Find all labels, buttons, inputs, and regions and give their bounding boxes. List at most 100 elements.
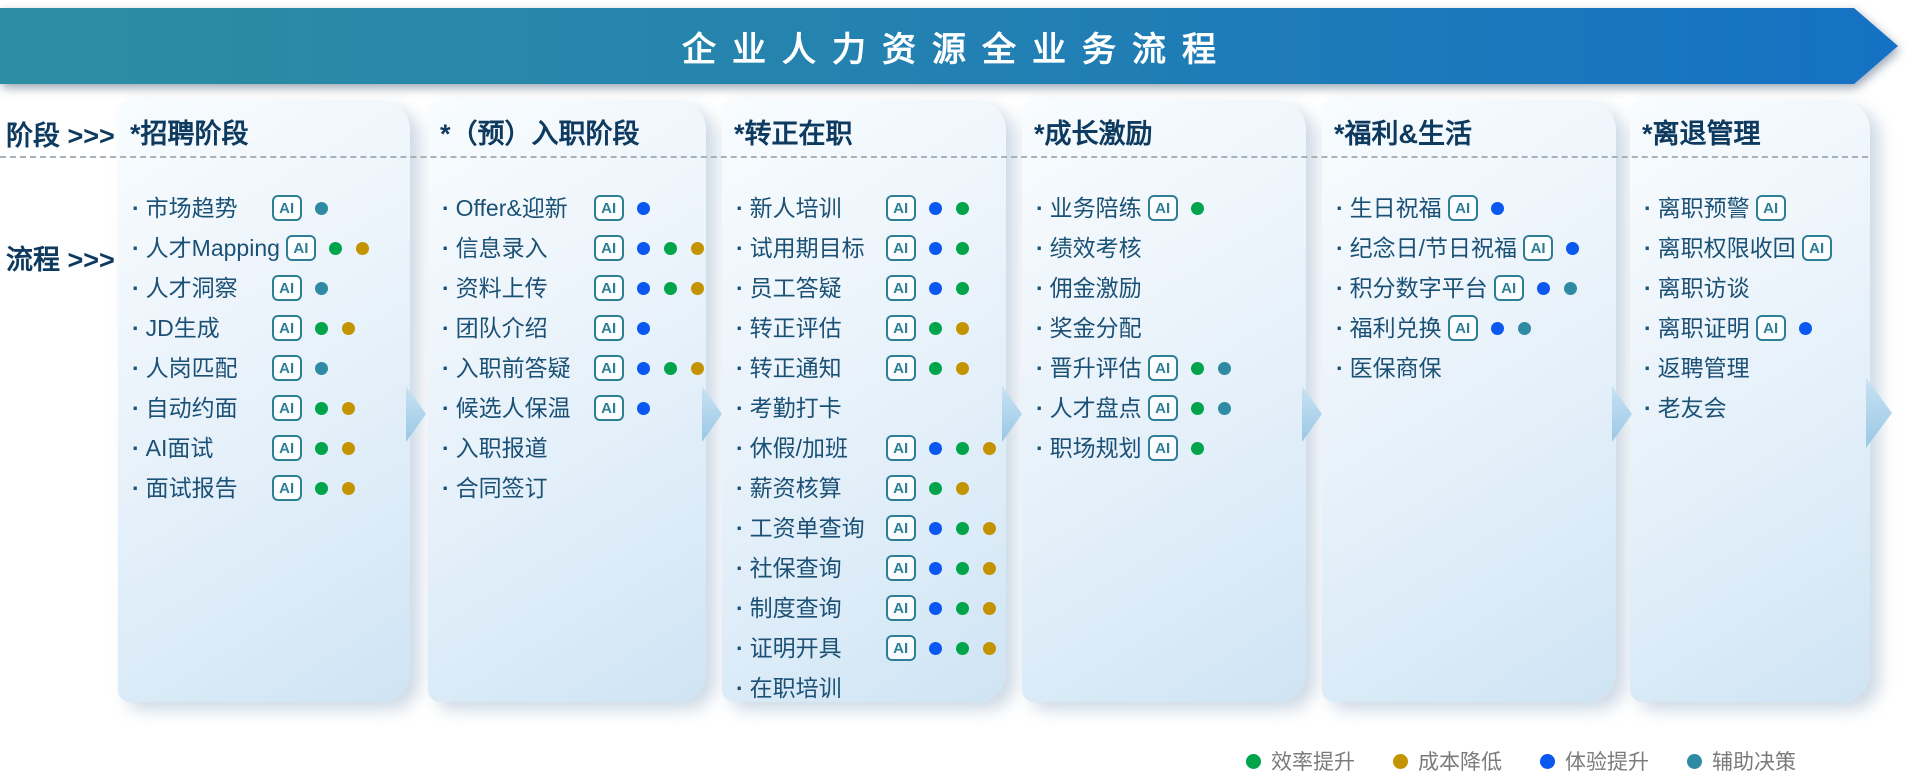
stage-header: *离退管理: [1642, 119, 1761, 149]
process-item-label: 奖金分配: [1049, 315, 1142, 341]
bullet-icon: ·: [132, 235, 140, 261]
bullet-icon: ·: [736, 555, 744, 581]
stage-header: *成长激励: [1034, 119, 1153, 149]
impact-dots: [928, 601, 996, 615]
impact-dot-efficiency: [928, 361, 942, 375]
process-item-label: 返聘管理: [1657, 355, 1750, 381]
process-item-label: 业务陪练: [1049, 195, 1142, 221]
impact-dot-cost: [982, 441, 996, 455]
process-item-label: 试用期目标: [749, 235, 865, 261]
process-item-label: 制度查询: [749, 595, 842, 621]
impact-dot-cost: [982, 521, 996, 535]
ai-badge: AI: [1493, 275, 1524, 301]
process-item-label: 自动约面: [145, 395, 238, 421]
bullet-icon: ·: [442, 235, 450, 261]
impact-dot-efficiency: [314, 321, 328, 335]
bullet-icon: ·: [736, 275, 744, 301]
process-item-label: 福利兑换: [1349, 315, 1442, 341]
impact-dot-cost: [982, 601, 996, 615]
process-item-label: 离职预警: [1657, 195, 1750, 221]
process-item: ·候选人保温 AI: [442, 395, 702, 421]
process-item: ·返聘管理: [1644, 356, 1866, 380]
process-item-label: 转正通知: [749, 355, 842, 381]
stage-row-label: 阶段 >>>: [6, 121, 115, 151]
impact-dot-efficiency: [328, 241, 342, 255]
process-item-label: 在职培训: [749, 675, 842, 701]
impact-dot-experience: [928, 521, 942, 535]
impact-dots: [314, 401, 355, 415]
impact-dots: [928, 521, 996, 535]
impact-dots: [328, 241, 369, 255]
bullet-icon: ·: [1336, 195, 1344, 221]
bullet-icon: ·: [1336, 315, 1344, 341]
process-item-label: 信息录入: [455, 235, 548, 261]
bullet-icon: ·: [442, 315, 450, 341]
bullet-icon: ·: [1644, 275, 1652, 301]
process-item-label: 社保查询: [749, 555, 842, 581]
process-item: ·医保商保: [1336, 356, 1612, 380]
impact-dot-cost: [341, 401, 355, 415]
bullet-icon: ·: [736, 235, 744, 261]
impact-dot-experience: [636, 241, 650, 255]
impact-dot-cost: [690, 361, 704, 375]
process-item-label: 人才Mapping: [145, 235, 280, 261]
ai-badge: AI: [1147, 395, 1178, 421]
impact-dot-efficiency: [928, 481, 942, 495]
bullet-icon: ·: [132, 475, 140, 501]
process-item: ·离职访谈: [1644, 276, 1866, 300]
impact-dot-cost: [955, 361, 969, 375]
process-item-label: 积分数字平台: [1349, 275, 1488, 301]
impact-dots: [928, 481, 969, 495]
ai-badge: AI: [285, 235, 316, 261]
legend-entry: 成本降低: [1393, 746, 1502, 776]
ai-badge: AI: [271, 475, 302, 501]
page-title: 企业人力资源全业务流程: [682, 30, 1232, 69]
impact-dots: [314, 481, 355, 495]
impact-dot-decision: [1517, 321, 1531, 335]
process-item-label: 员工答疑: [749, 275, 842, 301]
impact-dots: [314, 321, 355, 335]
ai-badge: AI: [1447, 195, 1478, 221]
process-item-label: 入职报道: [455, 435, 548, 461]
bullet-icon: ·: [736, 395, 744, 421]
process-item-label: 离职权限收回: [1657, 235, 1796, 261]
ai-badge: AI: [593, 395, 624, 421]
ai-badge: AI: [271, 395, 302, 421]
impact-dot-experience: [928, 641, 942, 655]
process-item: ·合同签订: [442, 476, 702, 500]
legend-entry: 体验提升: [1540, 746, 1649, 776]
process-item: ·考勤打卡: [736, 396, 1002, 420]
bullet-icon: ·: [442, 395, 450, 421]
process-item-label: 离职访谈: [1657, 275, 1750, 301]
bullet-icon: ·: [1036, 315, 1044, 341]
process-item-label: 考勤打卡: [749, 395, 842, 421]
impact-dot-efficiency: [955, 201, 969, 215]
process-item-label: 候选人保温: [455, 395, 571, 421]
bullet-icon: ·: [1036, 395, 1044, 421]
impact-dots: [636, 401, 650, 415]
impact-dots: [1798, 321, 1812, 335]
process-item-label: 证明开具: [749, 635, 842, 661]
impact-dots: [1190, 201, 1204, 215]
impact-dot-decision: [1563, 281, 1577, 295]
impact-dots: [314, 281, 328, 295]
impact-dot-experience: [636, 361, 650, 375]
legend-entry: 效率提升: [1246, 746, 1355, 776]
impact-dot-cost: [690, 241, 704, 255]
bullet-icon: ·: [736, 195, 744, 221]
process-item-label: 薪资核算: [749, 475, 842, 501]
chevron-right-icon: [1612, 386, 1632, 442]
ai-badge: AI: [885, 315, 916, 341]
process-row-label: 流程 >>>: [6, 245, 115, 275]
process-item-label: JD生成: [145, 315, 220, 341]
impact-dots: [314, 201, 328, 215]
process-item: ·入职报道: [442, 436, 702, 460]
